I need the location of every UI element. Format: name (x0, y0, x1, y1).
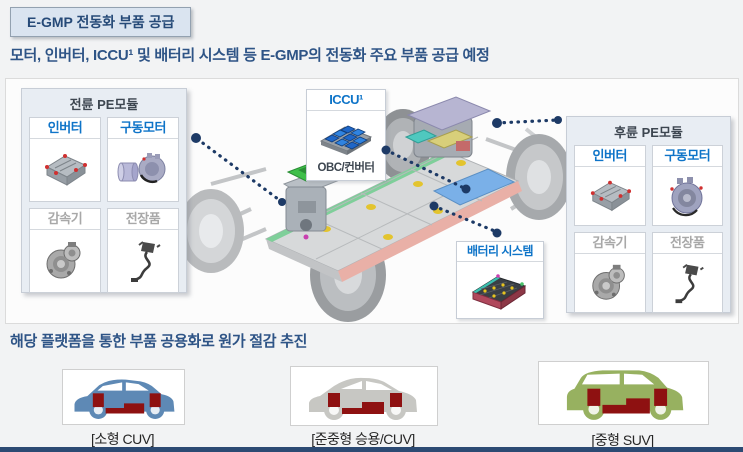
reducer-icon (575, 254, 645, 312)
wiring-harness-icon (653, 254, 723, 312)
part-label: 인버터 (30, 118, 100, 139)
battery-pack-icon (457, 262, 543, 317)
front-pe-module-title: 전륜 PE모듈 (69, 97, 139, 112)
vehicle-label-small-cuv: [소형 CUV] (91, 431, 155, 447)
reducer-icon (30, 230, 100, 292)
ev-components-highlight (92, 393, 161, 414)
vehicle-card-compact-sedan-cuv (290, 366, 438, 426)
wiring-harness-icon (108, 230, 178, 292)
rear-motor-assembly (404, 96, 492, 158)
front-pe-module-grid: 인버터 구동모터 (22, 117, 186, 293)
rear-pe-module-box: 후륜 PE모듈 인버터 구동모터 (566, 116, 731, 313)
part-cell-front-reducer: 감속기 (29, 208, 101, 293)
small-cuv-icon (74, 379, 174, 419)
front-pe-module-box: 전륜 PE모듈 인버터 구동모터 (21, 88, 187, 293)
battery-system-title: 배터리 시스템 (457, 242, 543, 262)
ev-components-highlight (586, 388, 667, 414)
part-label: 구동모터 (108, 118, 178, 139)
part-cell-front-wiring: 전장품 (107, 208, 179, 293)
page-subtitle: 모터, 인버터, ICCU¹ 및 배터리 시스템 등 E-GMP의 전동화 주요… (10, 47, 490, 64)
drive-motor-icon (108, 139, 178, 201)
cost-reduction-heading: 해당 플랫폼을 통한 부품 공용화로 원가 절감 추진 (10, 333, 308, 350)
rear-pe-module-title: 후륜 PE모듈 (614, 125, 683, 140)
drive-motor-icon (653, 167, 723, 225)
bottom-accent-bar (0, 447, 743, 452)
vehicle-card-midsize-suv (538, 361, 709, 425)
iccu-caption: OBC/컨버터 (317, 162, 376, 174)
part-label: 전장품 (108, 209, 178, 230)
ev-components-highlight (328, 393, 402, 414)
page-title: E-GMP 전동화 부품 공급 (10, 7, 192, 37)
part-cell-front-drive-motor: 구동모터 (107, 117, 179, 202)
battery-blue-module (432, 168, 516, 206)
platform-diagram-panel: 전륜 PE모듈 인버터 구동모터 (5, 78, 739, 324)
part-cell-rear-drive-motor: 구동모터 (651, 145, 723, 226)
inverter-icon (575, 167, 645, 225)
vehicle-label-midsize-suv: [중형 SUV] (591, 432, 654, 448)
iccu-module-icon (307, 111, 385, 159)
part-cell-front-inverter: 인버터 (29, 117, 101, 202)
part-cell-rear-reducer: 감속기 (574, 232, 646, 313)
part-cell-rear-wiring: 전장품 (651, 232, 723, 313)
iccu-title: ICCU¹ (307, 90, 385, 111)
part-label: 구동모터 (652, 146, 722, 167)
rear-pe-module-grid: 인버터 구동모터 (567, 145, 730, 313)
midsize-suv-icon (566, 370, 683, 420)
part-label: 감속기 (30, 209, 100, 230)
vehicle-label-compact-sedan-cuv: [준중형 승용/CUV] (311, 431, 415, 447)
compact-sedan-cuv-icon (309, 377, 417, 420)
part-label: 전장품 (652, 233, 722, 254)
vehicle-card-small-cuv (62, 369, 185, 425)
part-cell-rear-inverter: 인버터 (574, 145, 646, 226)
iccu-box: ICCU¹ OBC/컨버터 (306, 89, 386, 181)
part-label: 감속기 (575, 233, 645, 254)
part-label: 인버터 (575, 146, 645, 167)
inverter-icon (30, 139, 100, 201)
battery-system-box: 배터리 시스템 (456, 241, 544, 319)
